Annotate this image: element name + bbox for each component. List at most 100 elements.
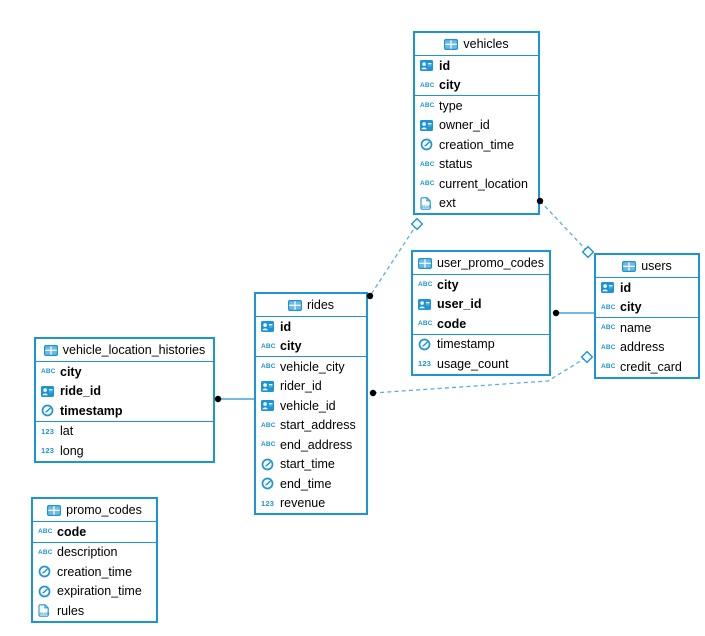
123-text-icon: 123 (41, 426, 55, 436)
abc-text-icon: ABC (420, 102, 435, 110)
abc-text-icon: ABC (261, 342, 276, 350)
column-name: city (280, 339, 302, 353)
abc-text-icon: ABC (420, 160, 435, 168)
id-badge-icon (261, 321, 280, 333)
clock-icon (418, 338, 437, 351)
table-header[interactable]: rides (256, 294, 366, 317)
column-name: rules (57, 603, 85, 618)
table-title: rides (306, 297, 335, 312)
column-name: id (439, 58, 451, 73)
column-row-owner_id[interactable]: owner_id (415, 116, 538, 136)
column-row-creation_time[interactable]: creation_time (415, 135, 538, 155)
table-header[interactable]: users (596, 255, 698, 278)
column-name: ext (439, 196, 456, 210)
column-row-current_location[interactable]: ABC current_location (415, 174, 538, 194)
column-row-city[interactable]: ABC city (256, 337, 366, 357)
table-header[interactable]: promo_codes (33, 499, 156, 522)
column-row-id[interactable]: id (256, 317, 366, 337)
column-name: start_address (280, 418, 356, 432)
column-name: revenue (280, 496, 326, 510)
column-row-city[interactable]: ABC city (415, 76, 538, 96)
column-name: creation_time (57, 564, 133, 579)
json-document-icon: JSON (38, 604, 57, 617)
column-row-rules[interactable]: JSON rules (33, 601, 156, 621)
json-document-icon: JSON (420, 197, 439, 210)
column-row-creation_time[interactable]: creation_time (33, 562, 156, 582)
column-row-vehicle_id[interactable]: vehicle_id (256, 396, 366, 416)
svg-text:JSON: JSON (39, 612, 49, 616)
table-header[interactable]: vehicle_location_histories (36, 339, 213, 362)
id-badge-icon (420, 60, 439, 72)
id-badge-icon (418, 298, 437, 310)
column-name: vehicle_city (280, 359, 345, 374)
column-row-start_time[interactable]: start_time (256, 455, 366, 475)
relationship-line-vehicles-to-users (539, 200, 589, 253)
123-text-icon: 123 (418, 359, 432, 369)
table-grid-icon (622, 260, 637, 272)
table-header[interactable]: vehicles (415, 33, 538, 56)
abc-text-icon: ABC (420, 180, 435, 188)
column-name: credit_card (620, 359, 682, 374)
column-row-id[interactable]: id (415, 56, 538, 76)
id-badge-icon (420, 119, 439, 131)
column-name: description (57, 545, 118, 559)
column-name: vehicle_id (280, 398, 336, 413)
column-row-credit_card[interactable]: ABC credit_card (596, 357, 698, 377)
abc-text-icon: ABC (261, 441, 276, 449)
column-row-ride_id[interactable]: ride_id (36, 382, 213, 402)
123-text-icon: 123 (41, 446, 55, 456)
table-title: vehicle_location_histories (62, 342, 206, 357)
column-row-user_id[interactable]: user_id (413, 295, 549, 315)
column-row-expiration_time[interactable]: expiration_time (33, 582, 156, 602)
column-row-timestamp[interactable]: timestamp (413, 335, 549, 355)
column-name: expiration_time (57, 584, 142, 598)
column-name: start_time (280, 457, 335, 471)
abc-text-icon: ABC (601, 363, 616, 371)
column-row-end_time[interactable]: end_time (256, 474, 366, 494)
column-name: current_location (439, 176, 528, 191)
column-row-rider_id[interactable]: rider_id (256, 377, 366, 397)
column-row-vehicle_city[interactable]: ABC vehicle_city (256, 357, 366, 377)
table-title: user_promo_codes (436, 255, 544, 270)
column-row-timestamp[interactable]: timestamp (36, 401, 213, 421)
clock-icon (420, 138, 439, 151)
table-header[interactable]: user_promo_codes (413, 252, 549, 275)
column-name: id (280, 319, 292, 334)
abc-text-icon: ABC (420, 81, 435, 89)
column-name: city (439, 78, 461, 92)
abc-text-icon: ABC (261, 363, 276, 371)
column-row-id[interactable]: id (596, 278, 698, 298)
column-name: timestamp (437, 337, 495, 351)
